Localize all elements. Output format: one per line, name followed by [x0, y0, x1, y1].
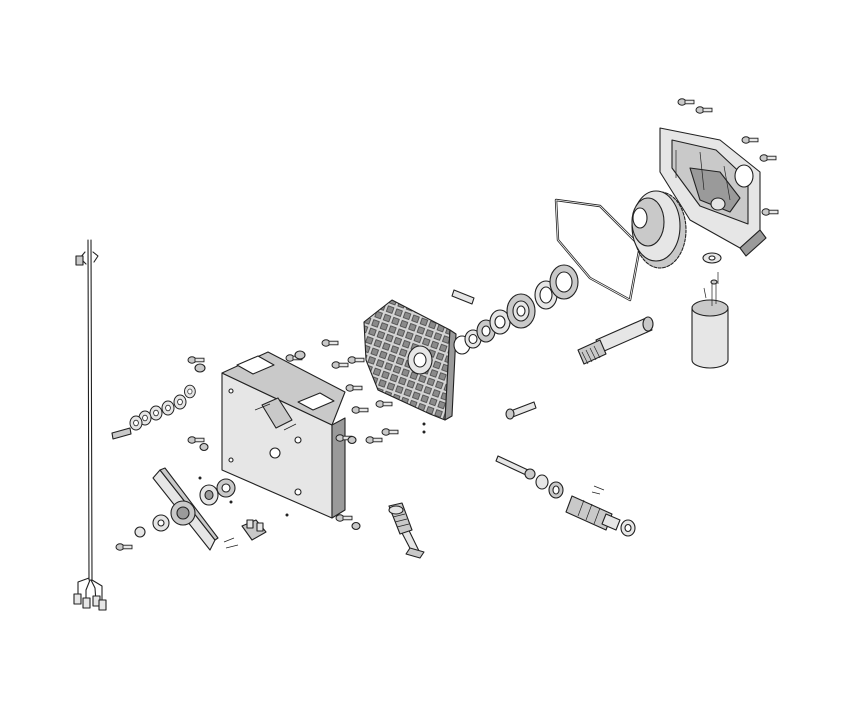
crank-arm	[152, 467, 219, 551]
drive-shaft-assembly	[495, 401, 636, 537]
large-gear	[631, 190, 687, 269]
left-fastener-stack	[111, 350, 306, 551]
wiring-harness	[73, 239, 107, 611]
gridded-cover-plate	[363, 299, 457, 421]
seal-and-bearing-row	[451, 264, 579, 355]
lower-bearings	[198, 476, 289, 549]
output-shaft	[577, 316, 654, 365]
worm-screw	[388, 502, 425, 559]
gearbox-housing	[659, 98, 779, 257]
gasket	[554, 198, 642, 302]
main-housing-plate	[221, 351, 346, 519]
motor-cylinder	[691, 252, 729, 369]
plate-screws	[321, 339, 426, 531]
